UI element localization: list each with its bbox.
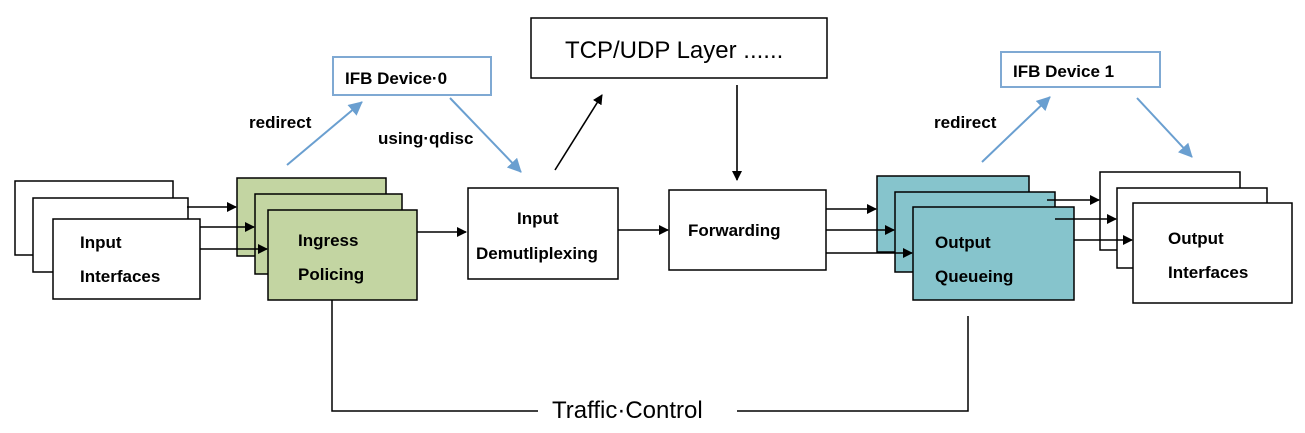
- ingress-policing-label-line1: Ingress: [298, 231, 358, 250]
- ingress-policing-box: [267, 209, 418, 301]
- tcp-udp-layer-box: [530, 17, 828, 79]
- output-queueing-label-line2: Queueing: [935, 267, 1013, 286]
- redirect-to-ifb0-arrow: [286, 101, 363, 166]
- using-qdisc-label: using·qdisc: [378, 129, 473, 148]
- forwarding-label: Forwarding: [688, 221, 781, 240]
- redirect-label-right: redirect: [934, 113, 997, 132]
- traffic-control-label: Traffic·Control: [552, 397, 703, 424]
- redirect-to-ifb1-arrow: [981, 96, 1051, 163]
- ifb-device-0-label: IFB Device·0: [345, 69, 447, 88]
- output-interfaces-box: [1132, 202, 1293, 304]
- traffic-control-bracket: [331, 300, 969, 412]
- input-interfaces-label-line2: Interfaces: [80, 267, 160, 286]
- queue-to-output-arrows: [1047, 195, 1133, 245]
- forwarding-box: [668, 189, 827, 271]
- ifb-device-1-label: IFB Device 1: [1013, 62, 1114, 81]
- input-demux-label-line2: Demutliplexing: [476, 244, 598, 263]
- input-interfaces-stack: Input Interfaces: [14, 180, 201, 300]
- ifb-device-0-box: [332, 56, 492, 96]
- output-queueing-box: [912, 206, 1075, 301]
- demux-to-tcp-arrow: [554, 94, 603, 171]
- forwarding-to-queue-arrows: [826, 204, 913, 258]
- ifb-device-1-box: [1000, 51, 1161, 88]
- input-interfaces-box: [52, 218, 201, 300]
- output-interfaces-label-line2: Interfaces: [1168, 263, 1248, 282]
- input-demux-box: [467, 187, 619, 280]
- input-interfaces-label-line1: Input: [80, 233, 122, 252]
- ifb1-to-output-arrow: [1136, 97, 1193, 158]
- output-interfaces-label-line1: Output: [1168, 229, 1224, 248]
- input-demux-label-line1: Input: [517, 209, 559, 228]
- tcp-udp-layer-label: TCP/UDP Layer ......: [565, 37, 783, 64]
- ifb0-to-demux-arrow: [449, 97, 522, 173]
- output-queueing-stack: Output Queueing: [876, 175, 1075, 301]
- output-queueing-label-line1: Output: [935, 233, 991, 252]
- ingress-policing-stack: Ingress Policing: [236, 177, 418, 301]
- input-to-ingress-arrows: [187, 202, 268, 254]
- output-interfaces-stack: Output Interfaces: [1099, 171, 1293, 304]
- redirect-label-left: redirect: [249, 113, 312, 132]
- ingress-policing-label-line2: Policing: [298, 265, 364, 284]
